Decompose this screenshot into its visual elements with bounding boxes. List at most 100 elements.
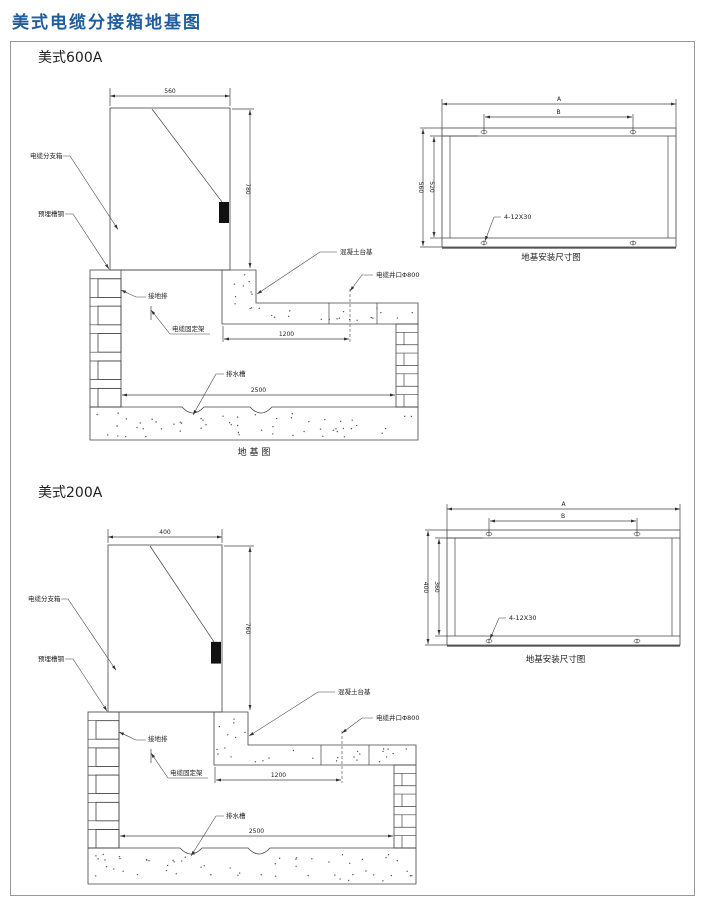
aggregate-dot — [410, 415, 413, 418]
leader — [150, 309, 210, 335]
aggregate-dot — [385, 857, 387, 859]
aggregate-dot — [260, 874, 262, 876]
leader — [63, 155, 119, 230]
aggregate-dot — [356, 319, 358, 322]
arrowhead — [248, 547, 252, 552]
arrowhead — [390, 393, 395, 397]
aggregate-dot — [356, 759, 358, 761]
leader — [65, 213, 110, 270]
aggregate-dot — [95, 855, 97, 857]
arrowhead — [421, 129, 425, 134]
aggregate-dot — [274, 863, 277, 865]
dim-a-label: A — [557, 96, 562, 103]
arrowhead — [442, 102, 447, 106]
door-handle — [211, 641, 221, 664]
concrete-base — [213, 711, 417, 766]
aggregate-dot — [238, 872, 241, 874]
arrowhead — [485, 235, 489, 241]
aggregate-dot — [117, 435, 119, 437]
leader — [489, 617, 506, 640]
aggregate-dot — [268, 757, 270, 759]
aggregate-dot — [179, 421, 181, 423]
aggregate-dot — [336, 318, 338, 320]
aggregate-dot — [278, 857, 281, 860]
arrowhead — [121, 290, 127, 294]
arrowhead — [216, 778, 221, 782]
aggregate-dot — [238, 434, 240, 436]
aggregate-dot — [136, 426, 138, 429]
label-cabinet: 电缆分支箱 — [28, 594, 61, 603]
arrowhead — [193, 409, 197, 415]
aggregate-dot — [382, 750, 384, 753]
brick — [95, 720, 120, 740]
aggregate-dot — [184, 856, 187, 858]
aggregate-dot — [322, 435, 324, 438]
leader — [120, 289, 146, 298]
aggregate-dot — [236, 416, 239, 418]
label-ground-bar: 接地排 — [148, 734, 168, 743]
drawing-frame — [10, 41, 695, 896]
aggregate-dot — [200, 427, 202, 429]
aggregate-dot — [343, 436, 346, 438]
aggregate-dot — [125, 435, 127, 438]
arrowhead — [490, 519, 495, 523]
aggregate-dot — [353, 756, 355, 758]
aggregate-dot — [334, 874, 336, 876]
aggregate-dot — [372, 317, 374, 319]
aggregate-dot — [248, 280, 250, 283]
aggregate-dot — [242, 285, 245, 287]
leader — [484, 216, 501, 242]
leader — [341, 717, 373, 734]
aggregate-dot — [237, 874, 239, 877]
aggregate-dot — [258, 307, 260, 310]
aggregate-dot — [234, 295, 237, 298]
aggregate-dot — [320, 318, 322, 321]
aggregate-dot — [289, 310, 291, 312]
leader — [248, 691, 335, 737]
arrowhead — [119, 732, 125, 736]
aggregate-dot — [390, 874, 393, 877]
leader — [349, 274, 373, 292]
aggregate-dot — [151, 418, 153, 421]
aggregate-dot — [384, 427, 387, 430]
dim-1200-label: 1200 — [271, 772, 286, 779]
aggregate-dot — [116, 425, 118, 427]
plan-outer — [446, 529, 681, 646]
section-美式600A: 美式600A56078012002500电缆分支箱预埋槽钢混凝土台基电缆井口Φ8… — [30, 50, 677, 458]
aggregate-dot — [411, 312, 413, 314]
aggregate-dot — [233, 283, 235, 285]
arrowhead — [437, 630, 441, 635]
arrowhead — [103, 705, 107, 711]
arrowhead — [432, 232, 436, 237]
aggregate-dot — [387, 854, 390, 856]
arrowhead — [631, 519, 636, 523]
dim-box-width-label: 560 — [164, 88, 176, 95]
aggregate-dot — [351, 419, 353, 421]
section-美式200A: 美式200A40076012002500电缆分支箱预埋槽钢混凝土台基电缆井口Φ8… — [28, 485, 681, 885]
aggregate-dot — [303, 430, 305, 433]
label-cable-well: 电缆井口Φ800 — [376, 713, 420, 722]
aggregate-dot — [160, 428, 163, 430]
aggregate-dot — [272, 425, 274, 428]
aggregate-dot — [342, 427, 345, 430]
aggregate-dot — [324, 418, 326, 421]
label-cabinet: 电缆分支箱 — [30, 151, 63, 160]
aggregate-dot — [250, 291, 252, 293]
aggregate-dot — [275, 417, 278, 420]
aggregate-dot — [251, 293, 253, 295]
arrowhead — [426, 531, 430, 536]
brick — [97, 278, 122, 298]
arrowhead — [225, 94, 230, 98]
brick — [97, 305, 122, 326]
aggregate-dot — [382, 880, 384, 882]
aggregate-dot — [376, 307, 378, 309]
foundation-caption: 地 基 图 — [238, 446, 271, 458]
aggregate-dot — [339, 878, 341, 880]
arrowhead — [111, 665, 116, 671]
aggregate-dot — [107, 434, 109, 436]
aggregate-dot — [328, 861, 330, 863]
leader — [118, 731, 146, 741]
aggregate-dot — [200, 417, 202, 420]
